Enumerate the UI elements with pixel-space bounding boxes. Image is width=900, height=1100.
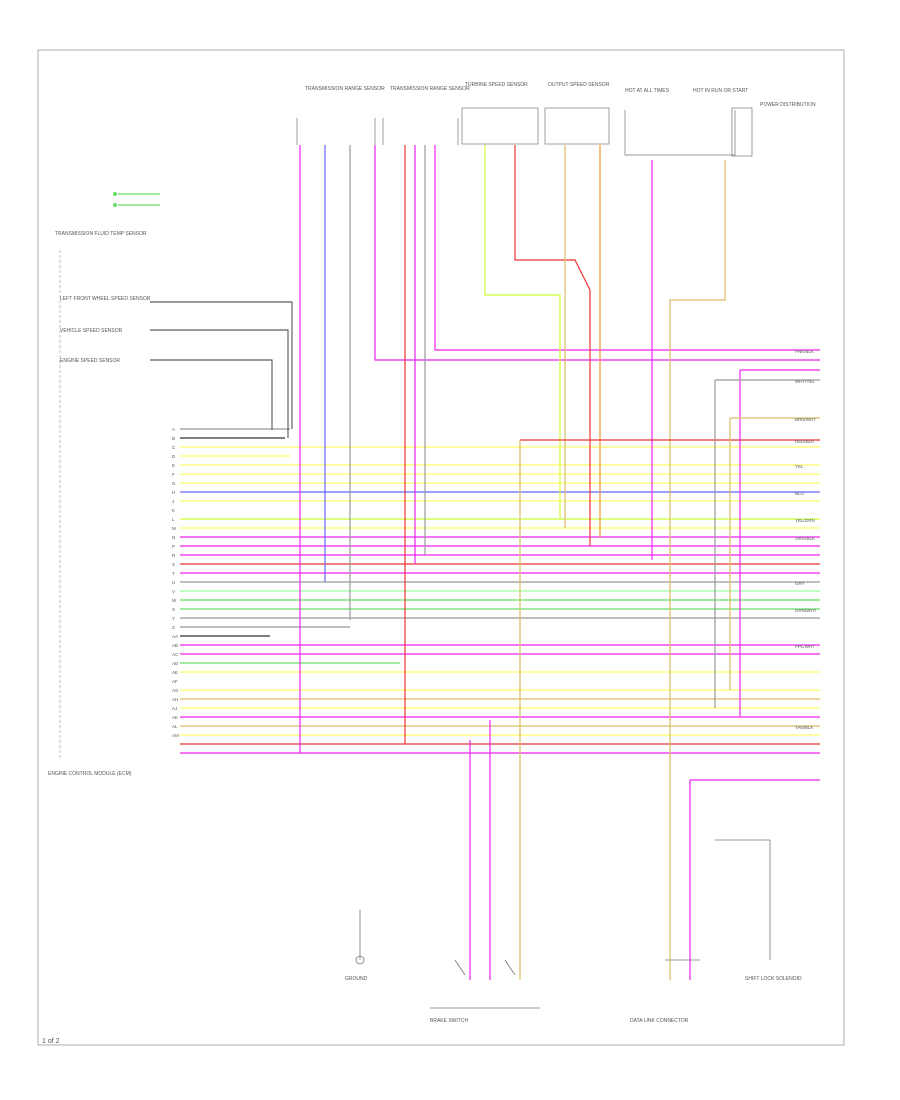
wire-label: YEL/GRN xyxy=(795,518,815,523)
engine-speed-label: ENGINE SPEED SENSOR xyxy=(60,358,120,364)
pin-label: P xyxy=(172,544,175,549)
pin-label: N xyxy=(172,535,175,540)
pin-label: J xyxy=(172,499,174,504)
wire-label: GRN/WHT xyxy=(795,608,817,613)
pin-label: L xyxy=(172,517,175,522)
pin-label: AM xyxy=(172,733,179,738)
pin-label: T xyxy=(172,571,175,576)
hot-in-run-start-label: HOT IN RUN OR START xyxy=(693,88,748,94)
wire-label: ORG/BLK xyxy=(795,536,815,541)
pin-label: H xyxy=(172,490,175,495)
pin-label: F xyxy=(172,472,175,477)
wire-labels: PNK/BLK BLU YEL GRY RED/BLK WHT/YEL GRN/… xyxy=(795,349,817,730)
pin-label: V xyxy=(172,589,175,594)
pin-label: K xyxy=(172,508,175,513)
turbine-speed-sensor-label: TURBINE SPEED SENSOR xyxy=(465,82,528,88)
pin-label: AC xyxy=(172,652,179,657)
wire-label: PPL/WHT xyxy=(795,644,815,649)
shift-lock-label: SHIFT LOCK SOLENOID xyxy=(745,976,802,982)
pin-label: AD xyxy=(172,661,179,666)
brake-switch-label: BRAKE SWITCH xyxy=(430,1018,468,1024)
trans-fluid-temp-label: TRANSMISSION FLUID TEMP SENSOR xyxy=(55,231,147,237)
wire-label: TAN/BLK xyxy=(795,725,813,730)
transmission-range-sensor-a-label: TRANSMISSION RANGE SENSOR xyxy=(305,86,385,92)
wire-label: BRN/WHT xyxy=(795,417,816,422)
bottom-components xyxy=(355,839,771,1009)
pin-label: M xyxy=(172,526,176,531)
pin-label: AE xyxy=(172,670,178,675)
power-distribution-label: POWER DISTRIBUTION xyxy=(760,102,816,108)
vertical-wires xyxy=(299,145,820,980)
diagram-border xyxy=(37,49,845,1046)
horizontal-wires xyxy=(180,428,820,754)
control-module-label: ENGINE CONTROL MODULE (ECM) xyxy=(48,771,132,777)
pin-label: AF xyxy=(172,679,178,684)
vehicle-speed-label: VEHICLE SPEED SENSOR xyxy=(60,328,123,334)
pin-label: D xyxy=(172,454,176,459)
pin-label: AA xyxy=(172,634,178,639)
pin-labels: A B C D E F G H J K L M N P R S T U V W … xyxy=(172,427,179,738)
pin-label: C xyxy=(172,445,176,450)
wire-label: GRY xyxy=(795,581,805,586)
ground-left-label: GROUND xyxy=(345,976,368,982)
pin-label: S xyxy=(172,562,175,567)
pin-label: AJ xyxy=(172,706,177,711)
output-speed-sensor-label: OUTPUT SPEED SENSOR xyxy=(548,82,610,88)
transmission-range-sensor-b-label: TRANSMISSION RANGE SENSOR xyxy=(390,86,470,92)
left-sensor-feeds xyxy=(150,301,293,438)
left-front-speed-label: LEFT FRONT WHEEL SPEED SENSOR xyxy=(60,296,151,302)
pin-label: Y xyxy=(172,616,175,621)
wire-label: WHT/YEL xyxy=(795,379,815,384)
top-components xyxy=(296,107,753,157)
data-link-label: DATA LINK CONNECTOR xyxy=(630,1018,689,1024)
pin-label: AK xyxy=(172,715,178,720)
hot-at-all-times-label: HOT AT ALL TIMES xyxy=(625,88,670,94)
pin-label: E xyxy=(172,463,175,468)
pin-label: B xyxy=(172,436,175,441)
pin-label: AH xyxy=(172,697,178,702)
pin-label: AG xyxy=(172,688,179,693)
pin-label: G xyxy=(172,481,176,486)
pin-label: A xyxy=(172,427,175,432)
pin-label: W xyxy=(172,598,177,603)
wire-label: BLU xyxy=(795,491,804,496)
pin-label: R xyxy=(172,553,176,558)
wire-label: PNK/BLK xyxy=(795,349,814,354)
trans-fluid-temp-sensor xyxy=(113,192,160,207)
wire-label: YEL xyxy=(795,464,804,469)
page-id: 1 of 2 xyxy=(42,1038,60,1045)
pin-label: Z xyxy=(172,625,175,630)
pin-label: U xyxy=(172,580,175,585)
pin-label: AL xyxy=(172,724,178,729)
pin-label: AB xyxy=(172,643,178,648)
pin-label: X xyxy=(172,607,175,612)
wire-label: RED/BLK xyxy=(795,439,814,444)
